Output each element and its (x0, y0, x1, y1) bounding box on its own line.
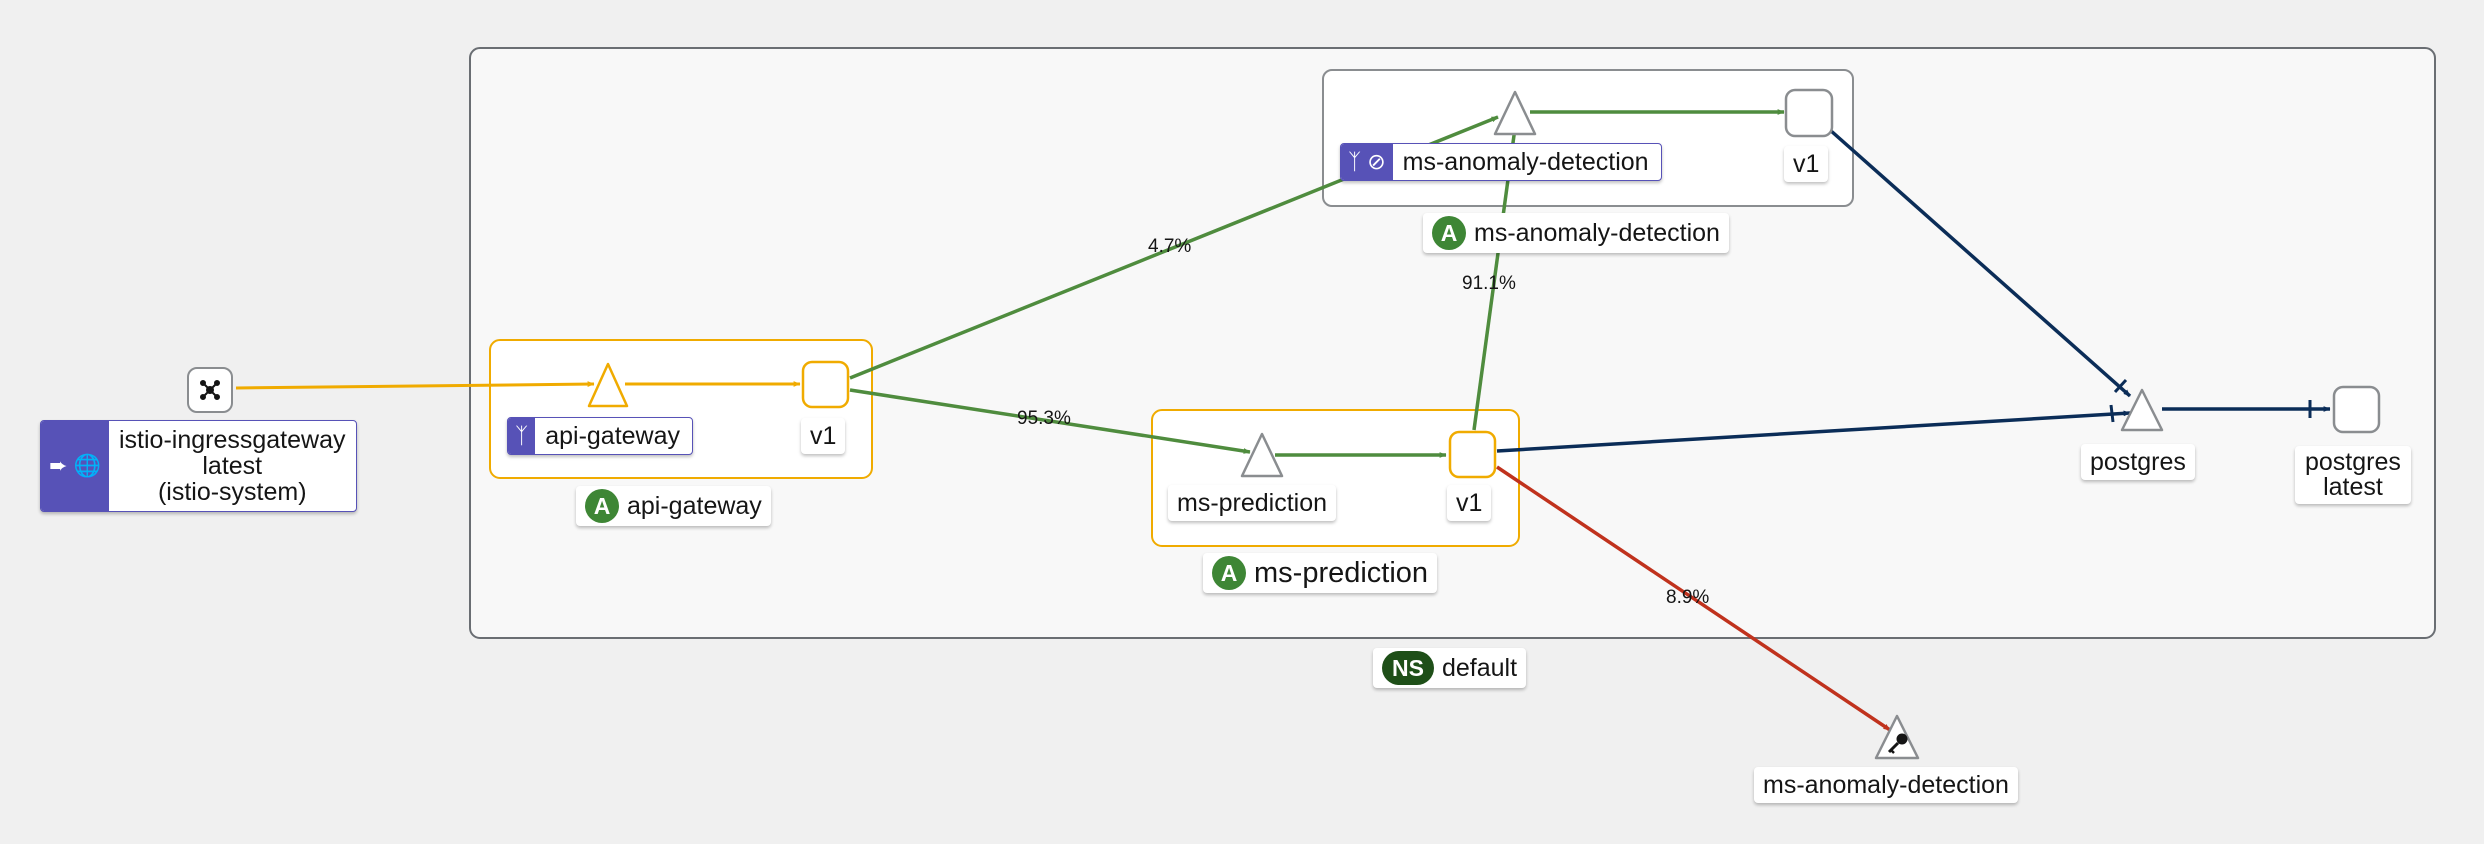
edge-label-to-anomaly: 4.7% (1148, 236, 1192, 257)
app-label-ms-anomaly-detection[interactable]: A ms-anomaly-detection (1423, 213, 1729, 253)
service-label-api-gateway-text: api-gateway (545, 422, 681, 450)
app-box-api-gateway[interactable] (489, 339, 873, 479)
edge-label-prediction-to-anomaly: 91.1% (1462, 273, 1516, 294)
app-label-ms-prediction-text: ms-prediction (1254, 557, 1429, 589)
namespace-label-text: default (1442, 654, 1518, 682)
virtual-service-badge: ᛉ (508, 418, 536, 454)
workload-label-api-gateway-v1[interactable]: v1 (801, 418, 846, 454)
app-badge: A (585, 489, 619, 523)
app-label-api-gateway-text: api-gateway (627, 492, 762, 520)
ingress-gateway-text: istio-ingressgateway latest (istio-syste… (109, 421, 356, 511)
app-label-api-gateway[interactable]: A api-gateway (576, 486, 771, 526)
arrow-circle-icon: ➨ (49, 453, 68, 478)
service-node-api-gateway[interactable] (587, 362, 629, 408)
workload-node-api-gateway-v1[interactable] (801, 360, 850, 409)
service-node-ms-anomaly-detection[interactable] (1493, 90, 1537, 136)
ingress-icons: ➨ 🌐 (41, 421, 109, 511)
workload-node-ms-anomaly-detection-v1[interactable] (1784, 88, 1834, 138)
service-node-ms-prediction[interactable] (1240, 432, 1284, 478)
app-label-ms-anomaly-detection-text: ms-anomaly-detection (1474, 219, 1720, 247)
branch-icon: ᛉ (1348, 149, 1362, 174)
edge-label-to-prediction: 95.3% (1017, 408, 1071, 429)
namespace-label[interactable]: NS default (1373, 648, 1527, 688)
edge-prediction-v1-to-postgres[interactable] (1496, 410, 2131, 453)
tcp-tick-mark (2109, 404, 2115, 423)
app-box-ms-anomaly-detection[interactable] (1322, 69, 1854, 207)
ingress-gateway-label[interactable]: ➨ 🌐 istio-ingressgateway latest (istio-s… (40, 420, 357, 512)
workload-label-postgres-latest[interactable]: postgres latest (2295, 446, 2411, 504)
workload-label-ms-anomaly-detection-v1[interactable]: v1 (1784, 146, 1829, 182)
service-label-ms-anomaly-detection[interactable]: ᛉ ⊘ ms-anomaly-detection (1340, 143, 1662, 181)
workload-label-ms-prediction-v1[interactable]: v1 (1447, 485, 1492, 521)
ingress-gateway-name: istio-ingressgateway (119, 426, 346, 454)
edge-label-prediction-to-external: 8.9% (1666, 587, 1710, 608)
virtual-service-badge: ᛉ ⊘ (1341, 144, 1393, 180)
edge-ingress-to-api-gateway[interactable] (235, 381, 595, 390)
service-label-ms-prediction[interactable]: ms-prediction (1168, 485, 1337, 521)
namespace-box[interactable] (469, 47, 2436, 639)
branch-icon: ᛉ (515, 423, 529, 448)
app-label-ms-prediction[interactable]: A ms-prediction (1203, 553, 1438, 593)
globe-icon: 🌐 (73, 453, 101, 478)
app-badge: A (1212, 556, 1246, 590)
app-badge: A (1432, 216, 1466, 250)
service-node-postgres[interactable] (2120, 388, 2164, 432)
service-label-postgres[interactable]: postgres (2081, 444, 2195, 480)
workload-node-ms-prediction-v1[interactable] (1448, 430, 1497, 479)
ban-icon: ⊘ (1367, 149, 1386, 174)
service-entry-label-ms-anomaly-detection[interactable]: ms-anomaly-detection (1754, 767, 2018, 803)
tcp-tick-mark (2113, 378, 2128, 394)
ingress-gateway-namespace: (istio-system) (157, 478, 307, 506)
service-label-api-gateway[interactable]: ᛉ api-gateway (507, 417, 694, 455)
edge-anomaly-v1-to-postgres[interactable] (1828, 128, 2132, 398)
edge-prediction-to-external[interactable] (1496, 465, 1891, 732)
ingress-gateway-version: latest (202, 452, 263, 480)
workload-node-postgres-latest[interactable] (2332, 385, 2381, 434)
network-icon (200, 380, 220, 400)
key-icon (1887, 733, 1908, 754)
edge-api-gateway-to-prediction[interactable] (849, 388, 1251, 454)
service-label-ms-anomaly-detection-text: ms-anomaly-detection (1402, 148, 1649, 176)
namespace-badge: NS (1382, 651, 1434, 685)
